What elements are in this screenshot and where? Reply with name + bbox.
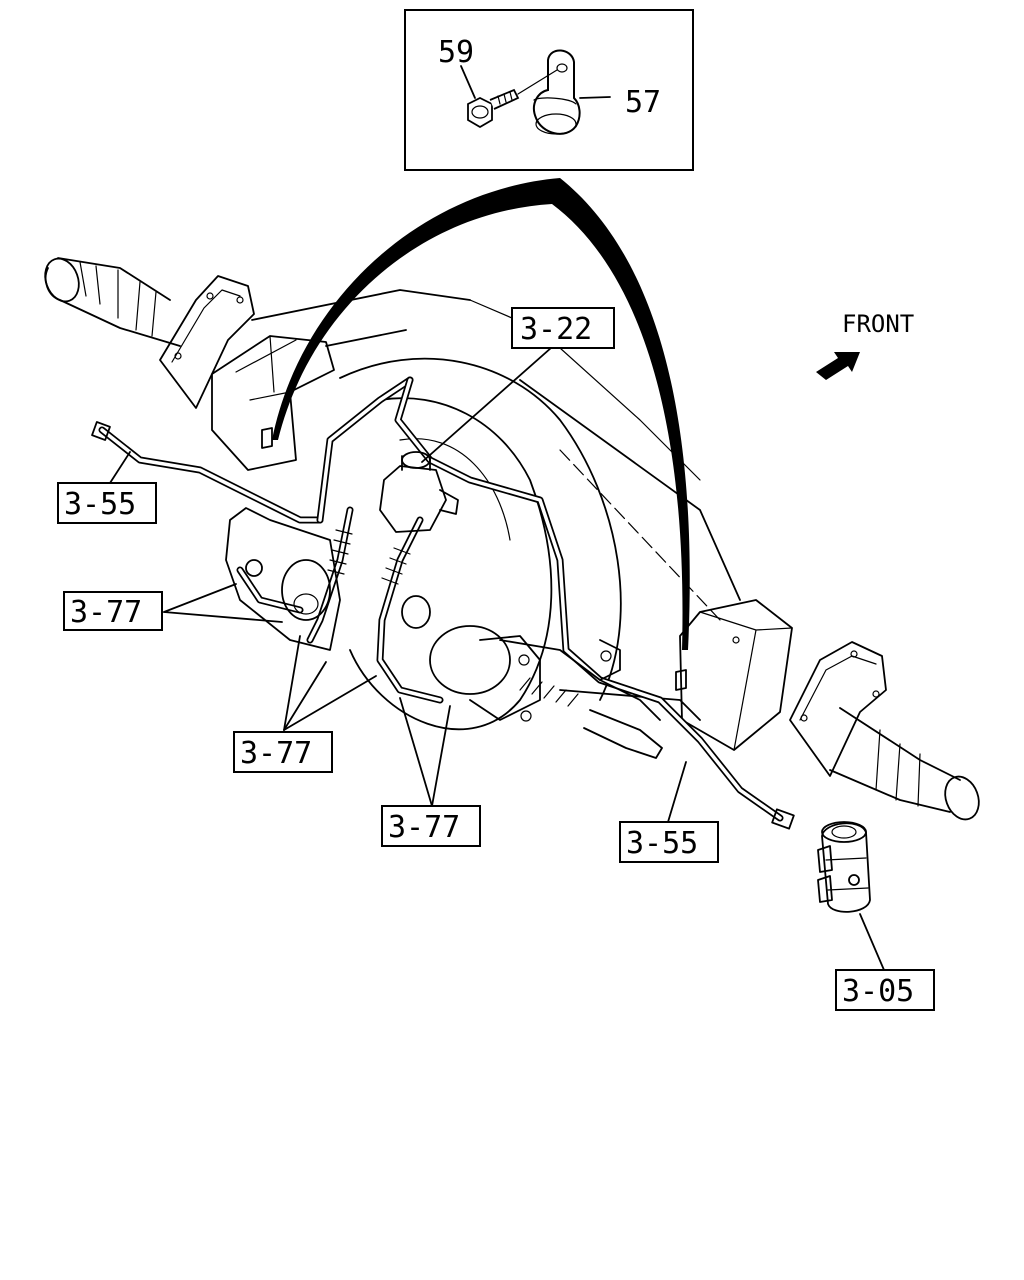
callout-3-55-right: 3-55 [619, 821, 719, 863]
callout-3-05: 3-05 [835, 969, 935, 1011]
callout-57: 57 [625, 85, 661, 120]
callout-59: 59 [438, 35, 474, 70]
pipe-clip-icon [532, 49, 581, 135]
svg-text:3-77: 3-77 [240, 736, 312, 771]
callout-3-77-a: 3-77 [63, 591, 163, 631]
callout-3-77-b: 3-77 [233, 731, 333, 773]
clip-leader [579, 96, 611, 99]
svg-text:3-55: 3-55 [626, 826, 698, 861]
svg-text:3-55: 3-55 [64, 487, 136, 522]
left-clip [261, 427, 273, 449]
svg-text:3-22: 3-22 [520, 312, 592, 347]
right-clip [675, 669, 687, 691]
svg-text:3-05: 3-05 [842, 974, 914, 1009]
svg-text:3-77: 3-77 [388, 810, 460, 845]
bolt-icon [467, 88, 520, 129]
wheel-cylinder-icon [817, 821, 871, 913]
svg-text:3-77: 3-77 [70, 595, 142, 630]
callout-3-77-c: 3-77 [381, 805, 481, 847]
front-label: FRONT [842, 310, 914, 338]
bolt-leader [460, 65, 476, 99]
detail-inset: 59 57 [404, 9, 694, 171]
front-indicator: FRONT [816, 310, 914, 380]
right-pipe-nut [771, 808, 795, 830]
left-pipe-nut [91, 421, 111, 441]
callout-3-55-left: 3-55 [57, 482, 157, 524]
axle-housing [44, 257, 980, 821]
leader-lines [109, 339, 885, 971]
right-brake-assembly [429, 625, 663, 759]
bolt-to-clip-leader [517, 69, 558, 95]
front-arrow-icon [816, 352, 860, 380]
tee-fitting [379, 451, 459, 533]
callout-3-22: 3-22 [511, 307, 615, 349]
left-brake-assembly [225, 507, 341, 651]
